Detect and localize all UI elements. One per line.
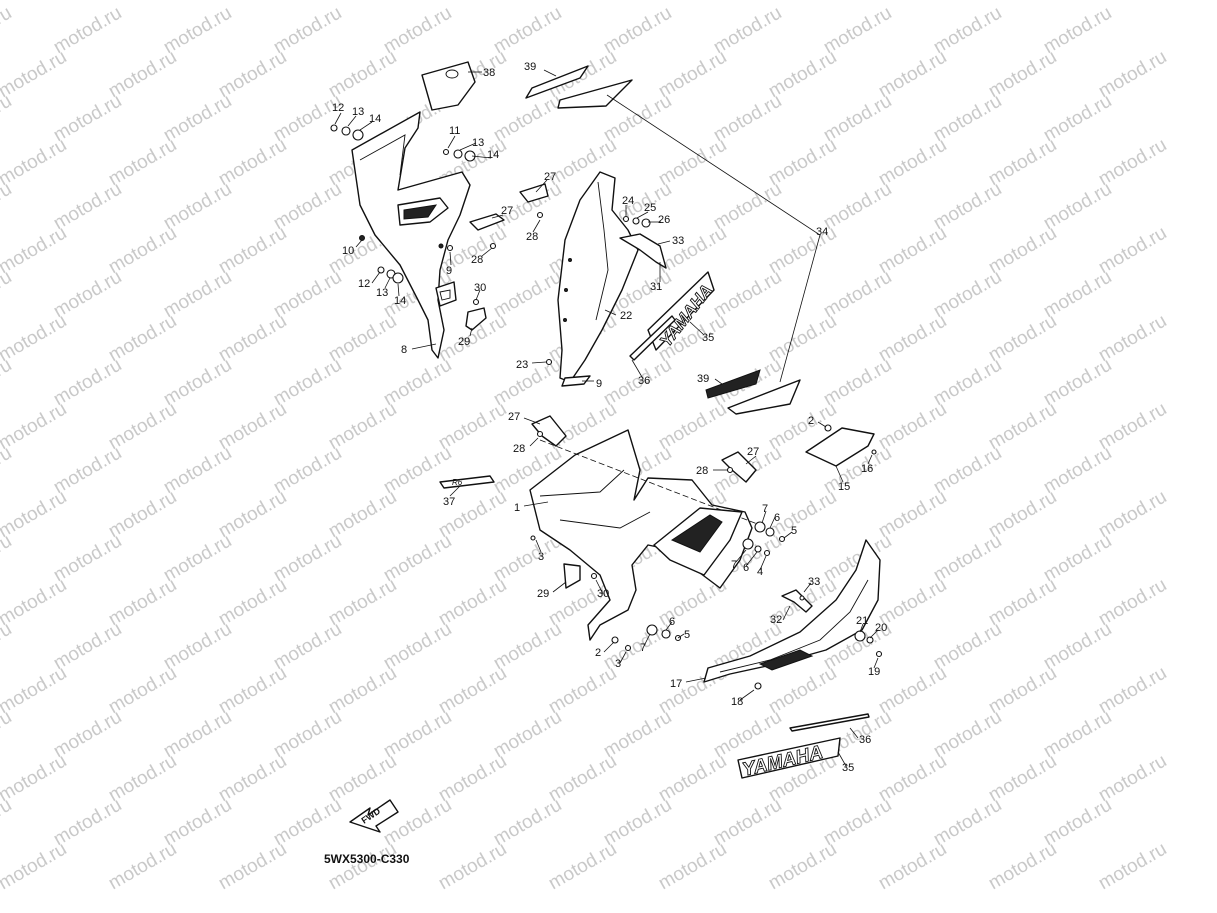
- part-39-decal-top: [525, 65, 589, 99]
- callout-26: 26: [658, 214, 670, 226]
- side-panel-22: [545, 171, 667, 387]
- callout-18: 18: [731, 696, 743, 708]
- callout-2: 2: [595, 647, 601, 659]
- callout-13: 13: [472, 137, 484, 149]
- part-39-decal-lower: [705, 369, 761, 399]
- callout-27: 27: [501, 205, 513, 217]
- brackets-lower: [531, 415, 757, 483]
- callout-28: 28: [471, 254, 483, 266]
- svg-text:R6: R6: [452, 478, 463, 487]
- callout-36: 36: [859, 734, 871, 746]
- callout-6: 6: [743, 562, 749, 574]
- callout-30: 30: [597, 588, 609, 600]
- callout-33: 33: [808, 576, 820, 588]
- callout-24: 24: [622, 195, 634, 207]
- callout-28: 28: [696, 465, 708, 477]
- fwd-arrow: FWD: [349, 799, 399, 833]
- callout-14: 14: [487, 149, 499, 161]
- inner-panel-left: [351, 111, 471, 359]
- callout-1: 1: [514, 502, 520, 514]
- callout-4: 4: [757, 566, 763, 578]
- callout-30: 30: [474, 282, 486, 294]
- part-37-decal: [439, 475, 495, 489]
- callout-32: 32: [770, 614, 782, 626]
- callout-19: 19: [868, 666, 880, 678]
- callout-3: 3: [615, 658, 621, 670]
- callout-11: 11: [449, 125, 460, 137]
- callout-12: 12: [358, 278, 370, 290]
- callout-31: 31: [650, 281, 662, 293]
- callout-35: 35: [702, 332, 714, 344]
- callout-29: 29: [458, 336, 470, 348]
- callout-16: 16: [861, 463, 873, 475]
- callout-17: 17: [670, 678, 682, 690]
- callout-5: 5: [791, 525, 797, 537]
- callout-39: 39: [697, 373, 709, 385]
- diagram-code: 5WX5300-C330: [324, 852, 410, 866]
- callout-25: 25: [644, 202, 656, 214]
- callout-15: 15: [838, 481, 850, 493]
- callout-23: 23: [516, 359, 528, 371]
- callout-28: 28: [513, 443, 525, 455]
- part-39-decal-lower-b: [727, 379, 801, 415]
- callout-13: 13: [352, 106, 364, 118]
- part-15-cover: [805, 427, 875, 467]
- callout-7: 7: [762, 503, 768, 515]
- leader-34: [606, 94, 821, 383]
- hardware-cowl: [611, 521, 786, 652]
- front-cowl-1: [529, 429, 761, 641]
- callout-22: 22: [620, 310, 632, 322]
- callout-29: 29: [537, 588, 549, 600]
- callout-37: 37: [443, 496, 455, 508]
- callout-27: 27: [508, 411, 520, 423]
- callout-6: 6: [774, 512, 780, 524]
- callout-27: 27: [544, 171, 556, 183]
- callout-20: 20: [875, 622, 887, 634]
- part-39-decal-top-b: [557, 79, 633, 109]
- callout-2: 2: [808, 415, 814, 427]
- callout-10: 10: [342, 245, 354, 257]
- callout-5: 5: [684, 629, 690, 641]
- callout-14: 14: [369, 113, 381, 125]
- callout-36: 36: [638, 375, 650, 387]
- callout-labels: 38 39 12 13 14 11 13 14 27 27 28 28 10 9…: [332, 61, 887, 774]
- callout-34: 34: [816, 226, 828, 238]
- callout-3: 3: [538, 551, 544, 563]
- callout-8: 8: [401, 344, 407, 356]
- leader-lines: [334, 69, 879, 767]
- hardware-upper-left: [330, 124, 549, 331]
- part-38-visor: [421, 61, 476, 111]
- callout-7: 7: [640, 642, 646, 654]
- callout-38: 38: [483, 67, 495, 79]
- callout-28: 28: [526, 231, 538, 243]
- callout-33: 33: [672, 235, 684, 247]
- callout-39: 39: [524, 61, 536, 73]
- callout-9: 9: [446, 265, 452, 277]
- callout-13: 13: [376, 287, 388, 299]
- decal-text-lower: YAMAHA: [740, 742, 825, 781]
- under-cowl-17: [703, 539, 883, 690]
- callout-12: 12: [332, 102, 344, 114]
- callout-27: 27: [747, 446, 759, 458]
- callout-7: 7: [731, 559, 737, 571]
- callout-35: 35: [842, 762, 854, 774]
- callout-21: 21: [856, 615, 868, 627]
- decal-35-upper: YAMAHA: [629, 271, 717, 361]
- callout-6: 6: [669, 616, 675, 628]
- callout-9: 9: [596, 378, 602, 390]
- callout-14: 14: [394, 295, 406, 307]
